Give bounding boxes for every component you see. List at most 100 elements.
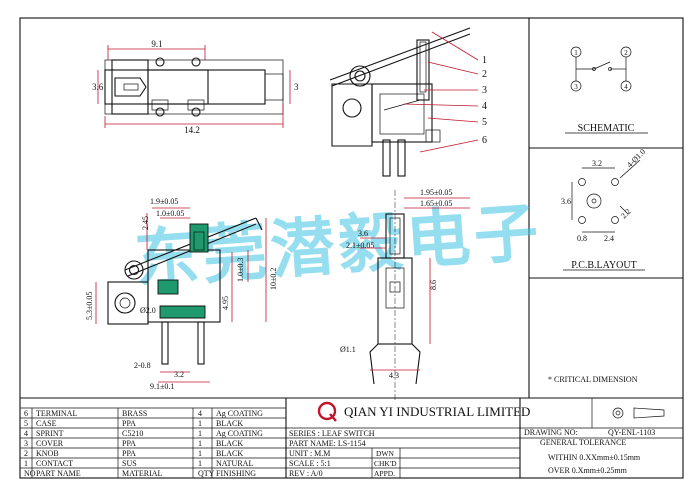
cell-name: COVER [36, 439, 64, 448]
pcb-title: P.C.B.LAYOUT [571, 260, 636, 271]
parts-table [20, 397, 683, 478]
pcb-dim-pitch: 3.2 [592, 159, 602, 168]
schematic-panel: 1 2 3 4 SCHEMATIC [565, 46, 648, 134]
cell-qty: 1 [198, 439, 202, 448]
schematic-pin-3: 3 [574, 83, 578, 91]
callout-3: 3 [482, 85, 487, 96]
cell-material: C5210 [122, 429, 143, 438]
tb-chkd: CHK'D [374, 459, 397, 468]
company-name: QIAN YI INDUSTRIAL LIMITED [344, 404, 530, 419]
cell-name: SPRINT [36, 429, 64, 438]
cell-material: PPA [122, 439, 136, 448]
tb-appd: APPD. [374, 469, 395, 478]
callout-6: 6 [482, 135, 487, 146]
dim-front-4: 1.0±0.3 [236, 258, 245, 282]
pcb-dim-span: 2.4 [604, 234, 614, 243]
table-row: 3 COVER PPA 1 BLACK [24, 439, 243, 448]
pcb-dim-offset: 0.8 [577, 234, 587, 243]
cell-material: BRASS [122, 409, 147, 418]
dim-side-6: Ø1.1 [340, 345, 356, 354]
cell-finishing: BLACK [216, 419, 243, 428]
cell-name: TERMINAL [36, 409, 77, 418]
tb-tol-over: OVER 0.Xmm±0.25mm [548, 466, 628, 475]
cell-finishing: NATURAL [216, 459, 253, 468]
cell-no: 3 [24, 439, 28, 448]
tb-tol-within: WITHIN 0.XXmm±0.15mm [548, 453, 641, 462]
table-row: 2 KNOB PPA 1 BLACK [24, 449, 243, 458]
dim-front-8: Ø2.0 [140, 306, 156, 315]
callout-5: 5 [482, 117, 487, 128]
cell-finishing: FINISHING [216, 469, 256, 478]
dim-front-3: 2.45 [141, 216, 150, 230]
tb-drawing-no: QY-ENL-1103 [608, 428, 655, 437]
dim-side-4: 2.1±0.05 [346, 241, 374, 250]
cell-finishing: Ag COATING [216, 409, 263, 418]
pcb-dim-dia: 2.2 [619, 207, 632, 220]
cell-qty: 1 [198, 449, 202, 458]
dim-front-9: 2-0.8 [134, 361, 151, 370]
dim-front-5: 10±0.2 [269, 268, 278, 290]
cell-finishing: BLACK [216, 439, 243, 448]
cell-finishing: BLACK [216, 449, 243, 458]
assembly-view: 1 2 3 4 5 6 [329, 27, 487, 177]
dim-side-1: 1.95±0.05 [420, 188, 452, 197]
cell-material: MATERIAL [122, 469, 163, 478]
cell-material: PPA [122, 419, 136, 428]
title-block: QIAN YI INDUSTRIAL LIMITED [286, 398, 683, 478]
dim-side-2: 1.65±0.05 [420, 199, 452, 208]
dim-front-6: 4.95 [221, 296, 230, 310]
cell-no: 4 [24, 429, 28, 438]
cell-no: 5 [24, 419, 28, 428]
dim-front-1: 1.9±0.05 [150, 197, 178, 206]
dim-side-3: 3.6 [358, 229, 368, 238]
table-row: 4 SPRINT C5210 1 Ag COATING [24, 429, 263, 438]
table-row: 5 CASE PPA 1 BLACK [24, 419, 243, 428]
schematic-pin-2: 2 [624, 49, 628, 57]
front-view: 1.9±0.05 1.0±0.05 2.45 1.0±0.3 10±0.2 4.… [85, 197, 278, 391]
critical-note: * CRITICAL DIMENSION [548, 375, 638, 384]
dim-front-11: 9.1±0.1 [150, 382, 174, 391]
cell-material: SUS [122, 459, 137, 468]
tb-part-name: PART NAME: LS-1154 [289, 439, 366, 448]
dim-front-10: 3.2 [174, 370, 184, 379]
callout-1: 1 [482, 55, 487, 66]
sheet-border [19, 17, 684, 479]
cell-no: 6 [24, 409, 28, 418]
cell-no: 2 [24, 449, 28, 458]
tb-scale: SCALE : 5:1 [289, 459, 331, 468]
callout-2: 2 [482, 69, 487, 80]
pcb-dim-holes: 4-Ø1.0 [625, 147, 647, 169]
dim-side-5: 8.6 [429, 280, 438, 290]
cell-qty: 4 [198, 409, 202, 418]
tb-unit: UNIT : M.M [289, 449, 330, 458]
tb-general-tolerance: GENERAL TOLERANCE [540, 438, 626, 447]
side-view: 1.95±0.05 1.65±0.05 3.6 2.1±0.05 8.6 Ø1.… [340, 188, 470, 400]
dim-top-lever: 3 [294, 82, 299, 92]
dim-top-width: 9.1 [151, 39, 162, 49]
schematic-title: SCHEMATIC [578, 123, 635, 134]
table-row: 6 TERMINAL BRASS 4 Ag COATING [24, 409, 263, 418]
cell-qty: 1 [198, 459, 202, 468]
cell-qty: 1 [198, 419, 202, 428]
cell-finishing: Ag COATING [216, 429, 263, 438]
cell-no: 1 [24, 459, 28, 468]
cell-no: NO [24, 469, 36, 478]
top-view: 9.1 3.6 3 14.2 [92, 39, 299, 135]
dim-top-length: 14.2 [184, 125, 200, 135]
cell-material: PPA [122, 449, 136, 458]
tb-drawing-no-label: DRAWING NO: [524, 428, 578, 437]
schematic-pin-1: 1 [574, 49, 578, 57]
cell-name: PART NAME [36, 469, 81, 478]
cell-qty: 1 [198, 429, 202, 438]
cell-qty: QTY [198, 469, 215, 478]
cell-name: CASE [36, 419, 57, 428]
dim-top-height: 3.6 [92, 82, 104, 92]
schematic-pin-4: 4 [624, 83, 628, 91]
cell-name: KNOB [36, 449, 59, 458]
tb-rev: REV : A/0 [289, 469, 323, 478]
dim-side-7: 4.3 [389, 371, 399, 380]
